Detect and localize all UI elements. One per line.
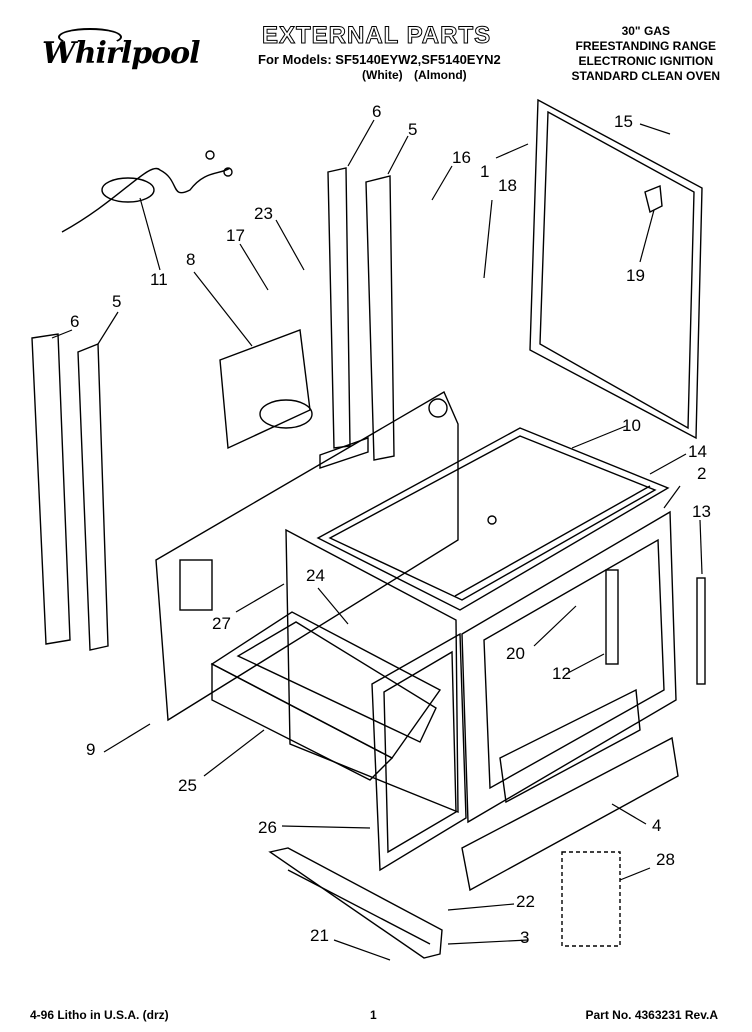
part-kick-plate — [461, 736, 679, 892]
callout-19: 19 — [626, 266, 645, 285]
page-title: EXTERNAL PARTS — [261, 22, 492, 50]
part-rear-panel — [529, 98, 703, 440]
part-top-panel — [316, 427, 670, 611]
callout-17: 17 — [226, 226, 245, 245]
callout-28: 28 — [656, 850, 675, 869]
callout-18: 18 — [498, 176, 517, 195]
spec-line-1: 30" GAS — [621, 24, 670, 38]
callout-2: 2 — [697, 464, 707, 483]
spec-line-3: ELECTRONIC IGNITION — [578, 54, 714, 68]
callout-5-left: 5 — [112, 292, 122, 311]
footer-litho: 4-96 Litho in U.S.A. (drz) — [30, 1008, 169, 1022]
callout-9: 9 — [86, 740, 96, 759]
callout-16: 16 — [452, 148, 471, 167]
callout-14: 14 — [688, 442, 707, 461]
variant-almond: (Almond) — [414, 68, 467, 82]
callout-6-right: 6 — [372, 102, 382, 121]
callout-25: 25 — [178, 776, 197, 795]
callout-6-left: 6 — [70, 312, 80, 331]
callout-13: 13 — [692, 502, 711, 521]
footer-part-number: Part No. 4363231 Rev.A — [585, 1008, 718, 1022]
callout-21: 21 — [310, 926, 329, 945]
callout-5-right: 5 — [408, 120, 418, 139]
footer-page-number: 1 — [370, 1008, 377, 1022]
brand-name: Whirlpool — [42, 36, 200, 71]
part-front-panel — [461, 510, 677, 824]
part-power-cord — [61, 150, 233, 233]
part-leveling-kit — [561, 851, 621, 947]
spec-line-2: FREESTANDING RANGE — [575, 39, 716, 53]
callout-3: 3 — [520, 928, 530, 947]
spec-line-4: STANDARD CLEAN OVEN — [571, 69, 720, 83]
part-front-frame — [371, 632, 467, 872]
callout-22: 22 — [516, 892, 535, 911]
color-variants: (White) (Almond) — [362, 68, 467, 82]
callout-27: 27 — [212, 614, 231, 633]
callout-23: 23 — [254, 204, 273, 223]
logo-swoosh-icon — [58, 28, 122, 46]
product-spec: 30" GAS FREESTANDING RANGE ELECTRONIC IG… — [572, 24, 720, 84]
callout-12: 12 — [552, 664, 571, 683]
part-drawer — [210, 611, 442, 781]
callout-10: 10 — [622, 416, 641, 435]
part-trim-strip — [696, 577, 706, 685]
callout-11: 11 — [150, 270, 168, 289]
leader-lines — [51, 119, 703, 961]
callout-24: 24 — [306, 566, 325, 585]
callout-1: 1 — [480, 162, 490, 181]
callout-15: 15 — [614, 112, 633, 131]
callout-8: 8 — [186, 250, 196, 269]
model-numbers: For Models: SF5140EYW2,SF5140EYN2 — [258, 52, 501, 67]
callout-20: 20 — [506, 644, 525, 663]
whirlpool-logo: Whirlpool — [28, 26, 200, 78]
part-inner-side — [285, 528, 459, 814]
part-vent — [219, 329, 313, 450]
variant-white: (White) — [362, 68, 403, 82]
part-side-panel — [155, 390, 459, 722]
callout-26: 26 — [258, 818, 277, 837]
part-lower-rail — [268, 847, 443, 959]
callout-4: 4 — [652, 816, 662, 835]
part-side-trims — [31, 167, 395, 651]
